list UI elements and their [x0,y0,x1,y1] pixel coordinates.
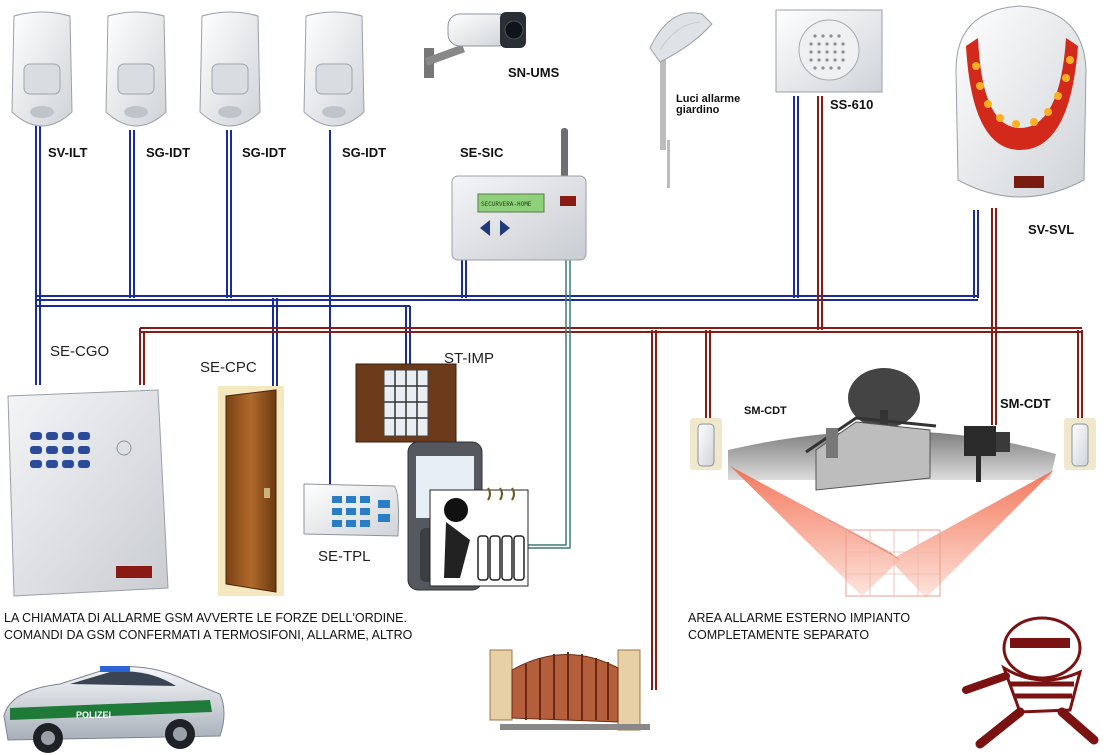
automatic-gate-icon [489,649,650,731]
siren-sv-svl-icon [955,5,1087,198]
speaker-ss-610-icon [775,9,883,93]
radiator-man-icon [429,487,529,587]
thief-icon [962,616,1099,749]
cctv-camera-icon [424,12,526,78]
label-se-tpl: SE-TPL [318,548,371,565]
label-sn-ums: SN-UMS [508,65,560,80]
label-sv-svl: SV-SVL [1028,222,1075,237]
sic-display-text: SECURVERA-HOME [481,201,532,208]
police-car-icon [3,666,225,753]
label-se-cgo: SE-CGO [50,343,110,360]
keypad-se-tpl-icon [303,483,399,537]
label-luci-line1: Luci allarme [676,93,741,105]
gsm-dialer-se-sic-icon [451,128,587,261]
floodlight-icon [964,426,1010,482]
blue-bus [35,96,979,485]
outdoor-sensor-left-icon [690,418,722,470]
label-ss-610: SS-610 [830,97,874,112]
label-st-imp: ST-IMP [444,350,495,367]
label-se-cpc: SE-CPC [200,359,257,376]
outdoor-area-scene [728,368,1056,598]
pir-sensor-sg-idt-2 [199,11,261,127]
red-bus [139,96,1083,690]
outdoor-sensor-right-icon [1064,418,1096,470]
control-panel-se-cgo-icon [7,389,169,597]
area-note-line1: AREA ALLARME ESTERNO IMPIANTO [688,611,911,625]
pir-sensor-sg-idt-3 [303,11,365,127]
gsm-wire [520,258,571,549]
garden-light-icon [649,12,713,188]
door-se-cpc-icon [218,386,284,596]
gsm-note-line1: LA CHIAMATA DI ALLARME GSM AVVERTE LE FO… [4,611,407,625]
label-sg-idt-1: SG-IDT [146,145,191,160]
label-sm-cdt-1: SM-CDT [744,405,787,417]
label-sg-idt-3: SG-IDT [342,145,387,160]
pir-sensor-sg-idt-1 [105,11,167,127]
police-car-label: POLIZEI [76,710,111,720]
label-sv-ilt: SV-ILT [48,145,88,160]
area-note-line2: COMPLETAMENTE SEPARATO [688,628,870,642]
label-sg-idt-2: SG-IDT [242,145,287,160]
gsm-note-line2: COMANDI DA GSM CONFERMATI A TERMOSIFONI,… [4,628,413,642]
label-se-sic: SE-SIC [460,145,504,160]
window-shutter-st-imp-icon [355,363,457,443]
label-sm-cdt-2: SM-CDT [1000,396,1051,411]
label-luci-line2: giardino [676,104,720,116]
pir-sensor-sv-ilt [11,11,73,127]
